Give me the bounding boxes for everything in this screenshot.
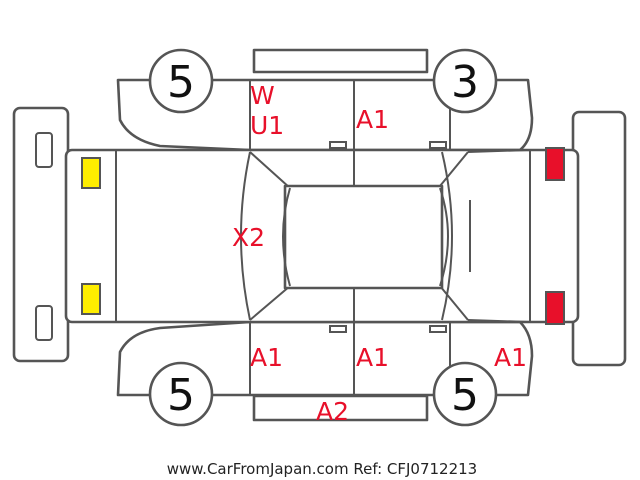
damage-code-roof: A1 xyxy=(356,105,389,134)
bottom-rocker-strip xyxy=(252,394,429,422)
headlamp-right xyxy=(81,283,101,315)
damage-code-hood: X2 xyxy=(232,223,265,252)
damage-code-front-fender: W U1 xyxy=(250,81,284,140)
tire-rear-top: 3 xyxy=(432,48,498,114)
tire-front-left-bottom: 5 xyxy=(148,361,214,427)
tire-front-left-top: 5 xyxy=(148,48,214,114)
footer-reference: www.CarFromJapan.com Ref: CFJ0712213 xyxy=(167,460,477,478)
body-top-view xyxy=(64,80,580,395)
tire-tread-value: 5 xyxy=(167,370,195,421)
tire-tread-value: 3 xyxy=(451,57,479,108)
tire-rear-bottom: 5 xyxy=(432,361,498,427)
headlamp-left xyxy=(81,157,101,189)
taillamp-left xyxy=(545,147,565,181)
tire-tread-value: 5 xyxy=(167,57,195,108)
damage-code-left-quarter: A1 xyxy=(494,343,527,372)
damage-code-left-front-door: A1 xyxy=(250,343,283,372)
damage-code-rocker: A2 xyxy=(316,397,349,426)
taillamp-right xyxy=(545,291,565,325)
front-bumper xyxy=(12,106,70,363)
top-roof-rail xyxy=(252,48,429,74)
damage-code-left-rear-door: A1 xyxy=(356,343,389,372)
rear-bumper xyxy=(571,110,627,367)
tire-tread-value: 5 xyxy=(451,370,479,421)
